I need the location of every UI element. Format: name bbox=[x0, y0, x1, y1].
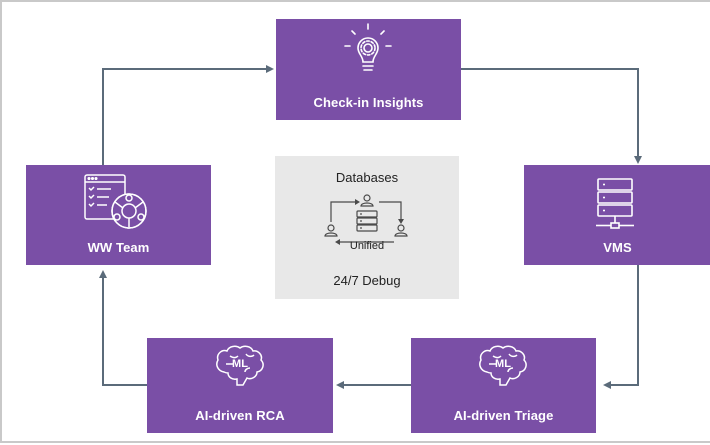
ml-text: ML bbox=[232, 358, 248, 370]
brain-ml-icon: ML bbox=[216, 345, 264, 386]
debug-subtitle: 24/7 Debug bbox=[333, 273, 401, 288]
node-label: VMS bbox=[603, 240, 632, 255]
databases-panel: Databases bbox=[275, 156, 459, 299]
unified-database-users-icon bbox=[324, 194, 408, 245]
arrow-rca-to-wwteam bbox=[99, 270, 147, 386]
unified-caption: Unified bbox=[349, 240, 385, 252]
node-label: WW Team bbox=[87, 240, 150, 255]
ml-text: ML bbox=[495, 358, 511, 370]
node-ai-driven-triage: ML AI-driven Triage bbox=[411, 338, 596, 433]
node-label: Check-in Insights bbox=[313, 95, 424, 110]
brain-ml-icon: ML bbox=[479, 345, 527, 386]
arrow-insights-to-vms bbox=[461, 68, 642, 164]
arrow-wwteam-to-insights bbox=[102, 65, 274, 166]
node-ai-driven-rca: ML AI-driven RCA bbox=[147, 338, 333, 433]
node-label: AI-driven RCA bbox=[195, 408, 285, 423]
databases-title: Databases bbox=[335, 170, 399, 185]
node-label: AI-driven Triage bbox=[453, 408, 554, 423]
checklist-globe-icon bbox=[84, 174, 147, 229]
lightbulb-gear-icon bbox=[344, 23, 392, 71]
server-rack-icon bbox=[596, 178, 634, 229]
arrow-vms-to-triage bbox=[603, 264, 639, 389]
node-ww-team: WW Team bbox=[26, 165, 211, 265]
node-check-in-insights: Check-in Insights bbox=[276, 19, 461, 120]
node-vms: VMS bbox=[524, 165, 710, 265]
